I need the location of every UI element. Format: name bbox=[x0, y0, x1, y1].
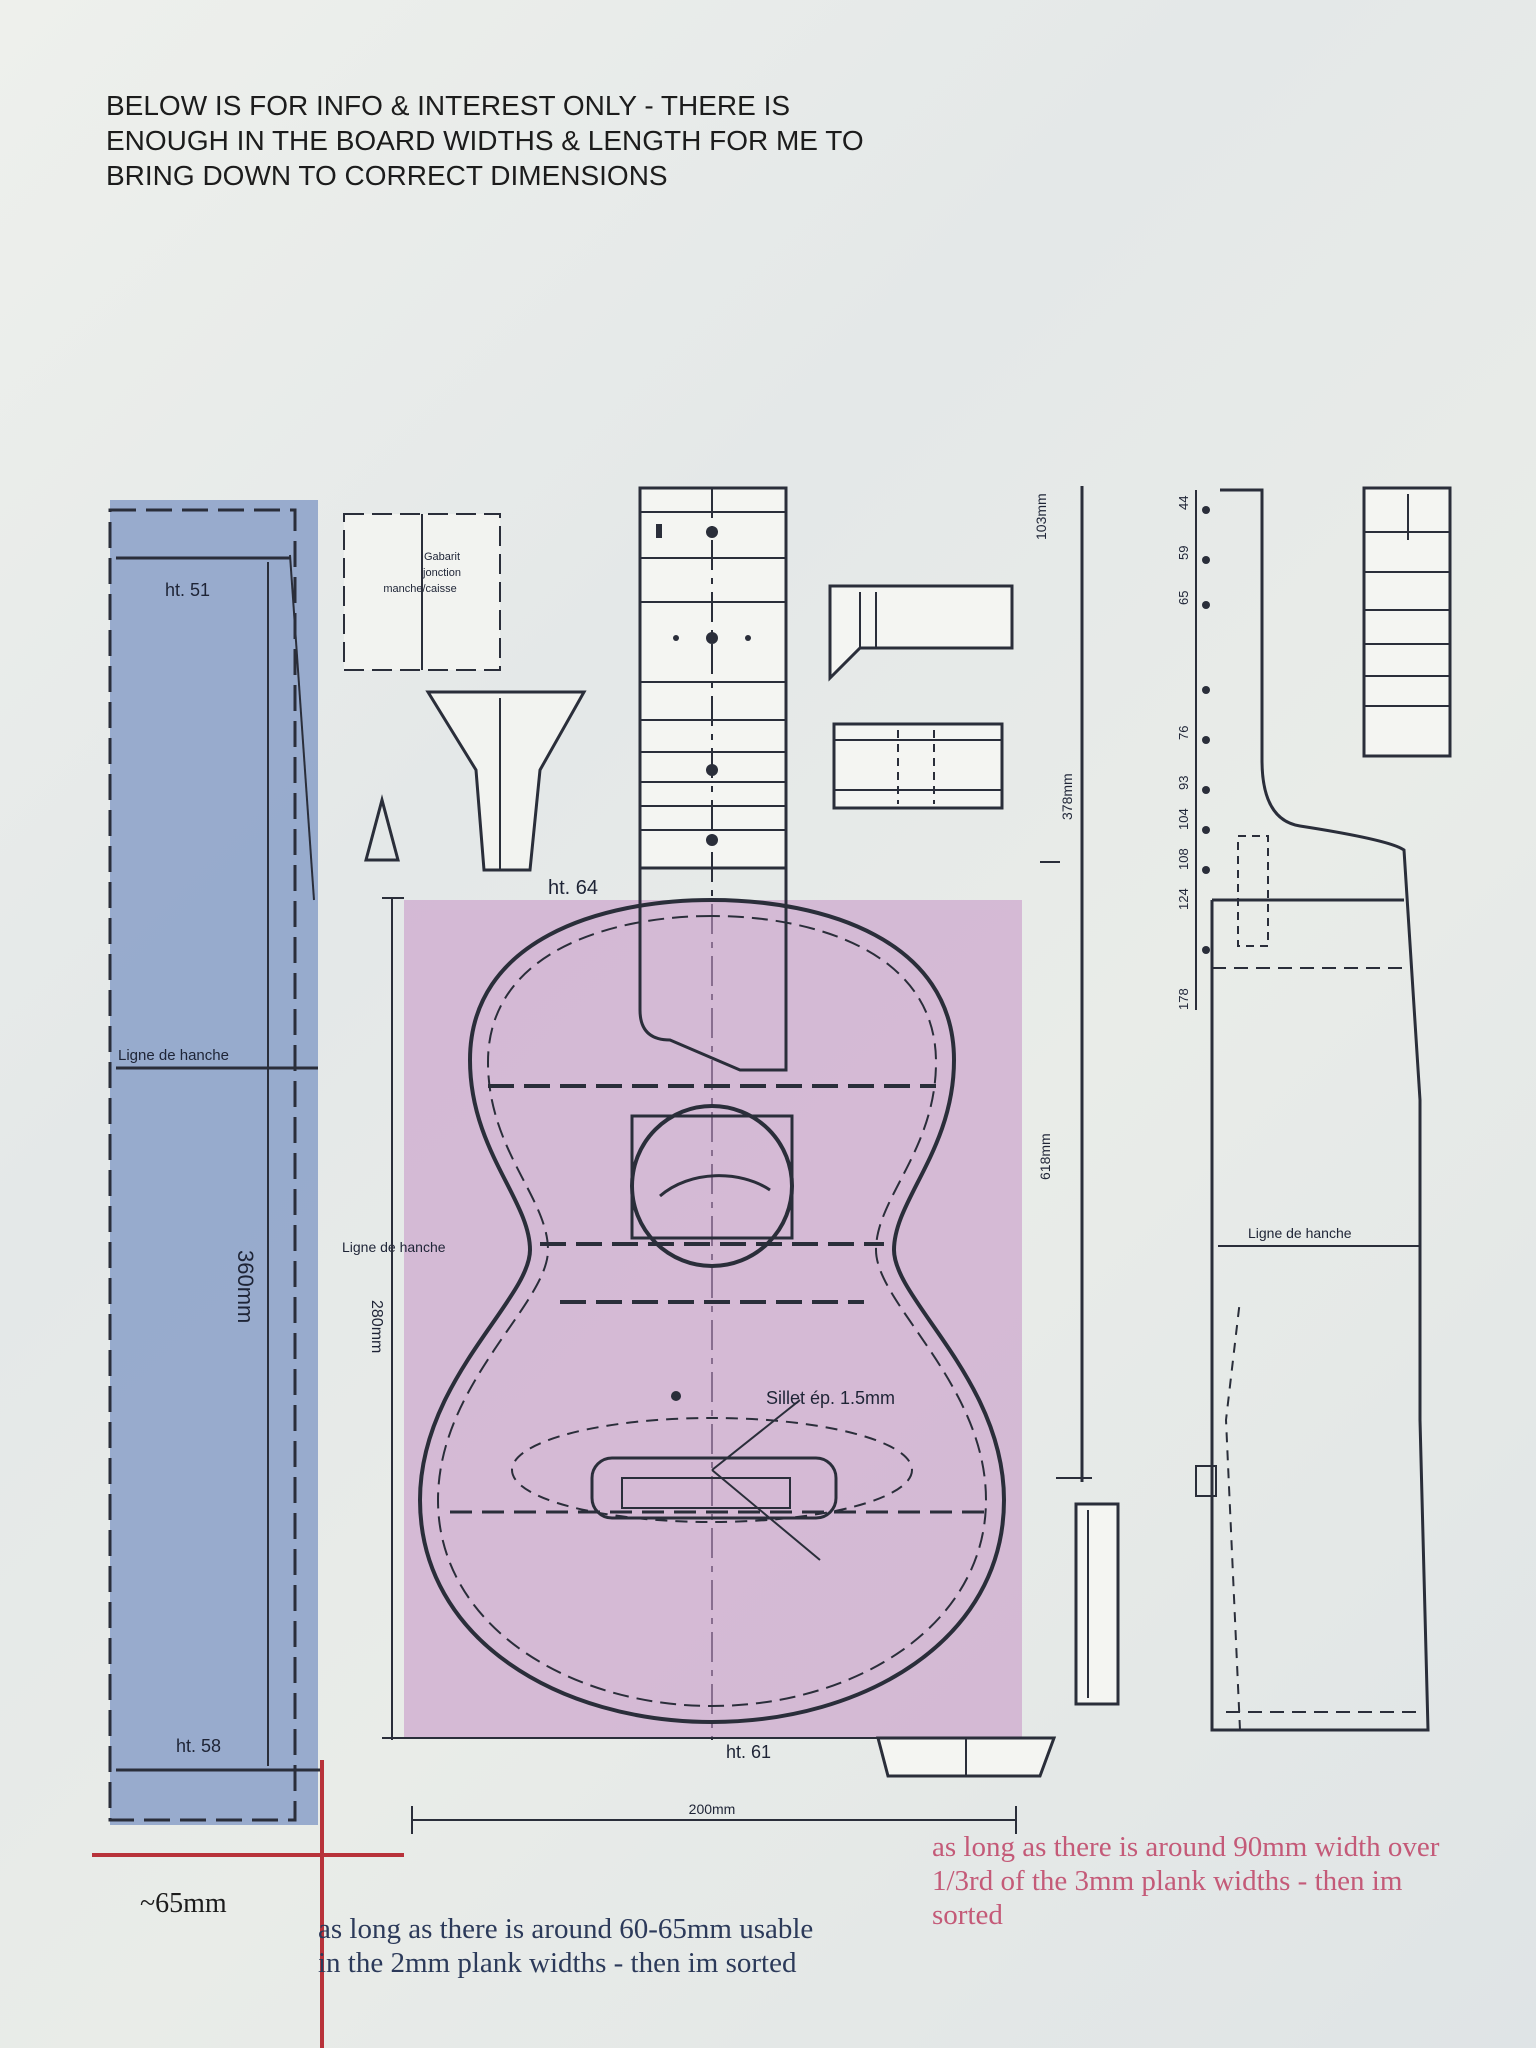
total-length-label: 618mm bbox=[1037, 1133, 1053, 1180]
side-top-label: ht. 51 bbox=[165, 580, 210, 600]
body-dimension-lines bbox=[382, 897, 1057, 1834]
side-strip-fill bbox=[110, 500, 318, 1825]
fret-num-2: 59 bbox=[1176, 546, 1191, 560]
body-width-label: 200mm bbox=[689, 1801, 736, 1817]
header-line-2: ENOUGH IN THE BOARD WIDTHS & LENGTH FOR … bbox=[106, 125, 864, 156]
note-2mm-line-2: in the 2mm plank widths - then im sorted bbox=[318, 1947, 797, 1979]
fret-num-5: 93 bbox=[1176, 776, 1191, 790]
body-outline-outer bbox=[417, 897, 1007, 1725]
fret-num-1: 44 bbox=[1176, 496, 1191, 510]
scale-dimension: 103mm 378mm 618mm bbox=[1033, 486, 1120, 1706]
note-2mm-line-1: as long as there is around 60-65mm usabl… bbox=[318, 1913, 814, 1945]
body-length-label: 280mm bbox=[368, 1300, 385, 1353]
bridge bbox=[590, 1456, 838, 1520]
note-3mm: as long as there is around 90mm width ov… bbox=[932, 1830, 1492, 1932]
nut-part bbox=[828, 584, 1014, 682]
header-line-1: BELOW IS FOR INFO & INTEREST ONLY - THER… bbox=[106, 90, 791, 121]
side-profile: 44 59 65 76 93 104 108 124 178 Ligne de … bbox=[1176, 488, 1430, 1732]
header-text: BELOW IS FOR INFO & INTEREST ONLY - THER… bbox=[106, 88, 1006, 193]
body-waist-label: Ligne de hanche bbox=[342, 1239, 446, 1255]
neck-extension bbox=[638, 868, 788, 1072]
note-3mm-line-3: sorted bbox=[932, 1899, 1003, 1931]
side-length-label: 360mm bbox=[233, 1250, 258, 1323]
side-strip: ht. 51 Ligne de hanche 360mm ht. 58 bbox=[108, 500, 320, 1825]
soundhole bbox=[630, 1104, 794, 1268]
note-2mm: as long as there is around 60-65mm usabl… bbox=[318, 1912, 813, 1980]
fret-num-8: 124 bbox=[1176, 888, 1191, 910]
side-strip-outline bbox=[108, 508, 297, 1822]
side-bottom-label: ht. 58 bbox=[176, 1736, 221, 1756]
heel-cap bbox=[364, 794, 400, 862]
fret-num-6: 104 bbox=[1176, 808, 1191, 830]
body-top-label: ht. 64 bbox=[548, 877, 598, 899]
body-pink-overlay bbox=[404, 900, 1022, 1738]
profile-outline bbox=[1210, 488, 1430, 1732]
fret-num-7: 108 bbox=[1176, 848, 1191, 870]
neck-length-label: 103mm bbox=[1033, 493, 1049, 540]
heel-block-shape bbox=[425, 690, 587, 872]
ukulele-body: ht. 64 Ligne de hanche 280mm Sillet ép. … bbox=[342, 868, 1007, 1817]
small-parts bbox=[828, 584, 1014, 810]
head-template-label-2: jonction bbox=[422, 567, 461, 579]
side-waist-label: Ligne de hanche bbox=[118, 1047, 229, 1064]
head-template-label-3: manche/caisse bbox=[383, 583, 456, 595]
fret-marker-4 bbox=[706, 834, 718, 846]
headstock-slot-view bbox=[1362, 486, 1452, 758]
fretboard bbox=[638, 486, 788, 1740]
fret-marker-1 bbox=[706, 526, 718, 538]
width-annotation bbox=[92, 1760, 404, 2048]
bridge-area bbox=[511, 1417, 913, 1523]
header-line-3: BRING DOWN TO CORRECT DIMENSIONS bbox=[106, 160, 668, 191]
profile-waist-label: Ligne de hanche bbox=[1248, 1225, 1352, 1241]
fret-num-3: 65 bbox=[1176, 591, 1191, 605]
bridge-note-label: Sillet ép. 1.5mm bbox=[766, 1388, 895, 1408]
end-block-part bbox=[1074, 1502, 1120, 1706]
fret-marker-3 bbox=[706, 764, 718, 776]
fret-num-9: 178 bbox=[1176, 988, 1191, 1010]
fret-num-4: 76 bbox=[1176, 726, 1191, 740]
scale-length-label: 378mm bbox=[1059, 773, 1075, 820]
bridge-block-part bbox=[832, 722, 1004, 810]
note-3mm-line-1: as long as there is around 90mm width ov… bbox=[932, 1831, 1440, 1863]
body-outline-inner bbox=[436, 914, 988, 1708]
width-65-label: ~65mm bbox=[140, 1888, 227, 1919]
head-template-label-1: Gabarit bbox=[424, 551, 460, 563]
head-template: Gabarit jonction manche/caisse bbox=[343, 513, 587, 872]
fret-marker-2 bbox=[706, 632, 718, 644]
body-bottom-label: ht. 61 bbox=[726, 1742, 771, 1762]
side-strip-taper bbox=[289, 554, 315, 901]
note-3mm-line-2: 1/3rd of the 3mm plank widths - then im bbox=[932, 1865, 1403, 1897]
